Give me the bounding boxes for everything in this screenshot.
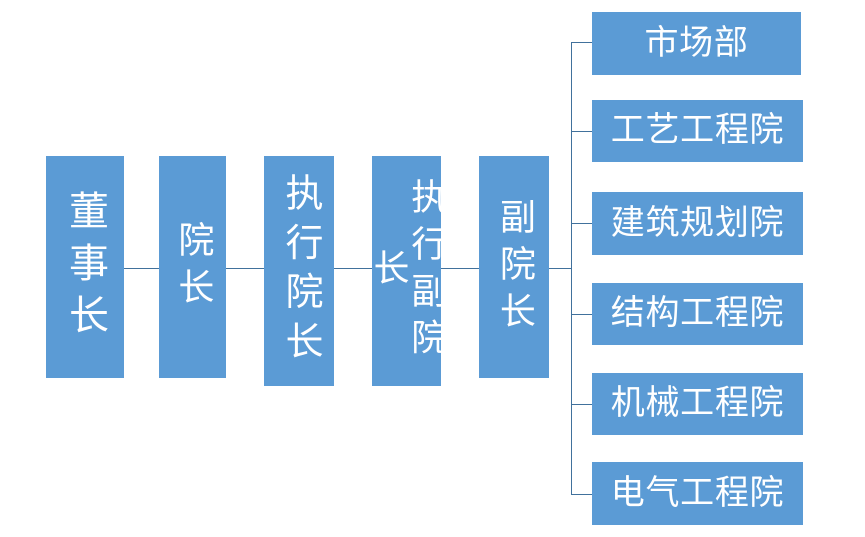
connector-trunk-vertical <box>571 42 572 494</box>
connector-branch-architectural-planning <box>571 223 593 224</box>
node-structural-engineering[interactable]: 结构工程院 <box>592 283 803 345</box>
node-marketing[interactable]: 市场部 <box>592 12 801 75</box>
node-chairman[interactable]: 董事长 <box>46 156 124 378</box>
connector-branch-electrical-engineering <box>571 494 593 495</box>
node-chairman-label: 董事长 <box>63 190 108 346</box>
connector-chairman-president <box>124 268 159 269</box>
node-electrical-engineering-label: 电气工程院 <box>610 474 785 512</box>
node-mechanical-engineering-label: 机械工程院 <box>610 385 785 423</box>
node-exec-president[interactable]: 执行院长 <box>264 156 334 386</box>
node-exec-vice-president[interactable]: 执行副院长 <box>369 156 446 386</box>
node-exec-president-label: 执行院长 <box>278 173 321 371</box>
node-president[interactable]: 院长 <box>159 156 226 378</box>
node-architectural-planning-label: 建筑规划院 <box>610 204 785 242</box>
node-vice-president-label: 副院长 <box>494 197 535 339</box>
node-structural-engineering-label: 结构工程院 <box>610 295 785 333</box>
node-vice-president[interactable]: 副院长 <box>479 156 549 378</box>
node-marketing-label: 市场部 <box>644 24 749 62</box>
connector-vice-trunk <box>549 268 572 269</box>
connector-president-exec <box>226 268 264 269</box>
connector-branch-mechanical-engineering <box>571 404 593 405</box>
node-president-label: 院长 <box>173 221 214 315</box>
node-process-engineering-label: 工艺工程院 <box>610 112 785 150</box>
connector-branch-process-engineering <box>571 131 593 132</box>
node-exec-vice-president-label: 执行副院长 <box>368 178 447 366</box>
node-electrical-engineering[interactable]: 电气工程院 <box>592 462 803 525</box>
node-process-engineering[interactable]: 工艺工程院 <box>592 100 803 162</box>
connector-branch-marketing <box>571 42 593 43</box>
connector-execvice-vice <box>441 268 479 269</box>
connector-branch-structural-engineering <box>571 314 593 315</box>
node-mechanical-engineering[interactable]: 机械工程院 <box>592 373 803 435</box>
node-architectural-planning[interactable]: 建筑规划院 <box>592 192 803 255</box>
connector-exec-execvice <box>334 268 372 269</box>
